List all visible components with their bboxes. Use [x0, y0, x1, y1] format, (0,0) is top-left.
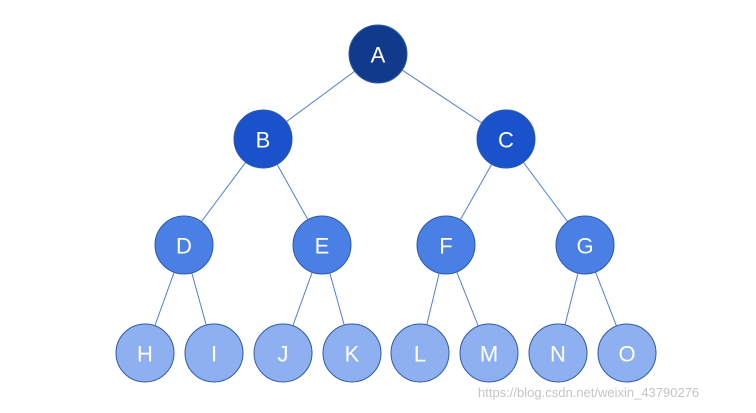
node-circle-b — [233, 109, 293, 169]
node-circle-m — [459, 323, 519, 383]
tree-node-e: E — [292, 215, 352, 275]
node-circle-j — [253, 323, 313, 383]
node-circle-k — [322, 323, 382, 383]
tree-node-j: J — [253, 323, 313, 383]
tree-node-m: M — [459, 323, 519, 383]
node-circle-a — [348, 24, 408, 84]
node-label-l: L — [414, 342, 426, 367]
tree-node-b: B — [233, 109, 293, 169]
watermark-url: https://blog.csdn.net/weixin_43790276 — [478, 385, 700, 400]
node-label-a: A — [371, 43, 386, 68]
node-label-k: K — [345, 342, 360, 367]
tree-node-f: F — [416, 215, 476, 275]
node-label-m: M — [480, 342, 498, 367]
node-label-o: O — [618, 342, 635, 367]
node-label-b: B — [256, 128, 271, 153]
node-circle-i — [184, 323, 244, 383]
node-circle-g — [555, 215, 615, 275]
node-label-f: F — [439, 234, 452, 259]
node-circle-d — [154, 215, 214, 275]
node-label-h: H — [137, 342, 153, 367]
node-circle-l — [390, 323, 450, 383]
node-circle-c — [476, 109, 536, 169]
edges-layer — [144, 53, 628, 354]
tree-node-c: C — [476, 109, 536, 169]
tree-node-k: K — [322, 323, 382, 383]
tree-node-h: H — [115, 323, 175, 383]
tree-node-n: N — [528, 323, 588, 383]
tree-node-o: O — [597, 323, 657, 383]
node-label-e: E — [315, 234, 330, 259]
tree-node-d: D — [154, 215, 214, 275]
tree-node-a: A — [348, 24, 408, 84]
node-circle-o — [597, 323, 657, 383]
node-circle-f — [416, 215, 476, 275]
tree-node-l: L — [390, 323, 450, 383]
node-label-c: C — [498, 128, 514, 153]
node-circle-e — [292, 215, 352, 275]
node-label-g: G — [576, 234, 593, 259]
node-label-d: D — [176, 234, 192, 259]
node-label-i: I — [211, 342, 217, 367]
node-label-j: J — [278, 342, 289, 367]
node-circle-n — [528, 323, 588, 383]
tree-node-i: I — [184, 323, 244, 383]
tree-node-g: G — [555, 215, 615, 275]
node-label-n: N — [550, 342, 566, 367]
node-circle-h — [115, 323, 175, 383]
nodes-layer: A B C D E F G H I J K L M N O — [115, 24, 657, 383]
